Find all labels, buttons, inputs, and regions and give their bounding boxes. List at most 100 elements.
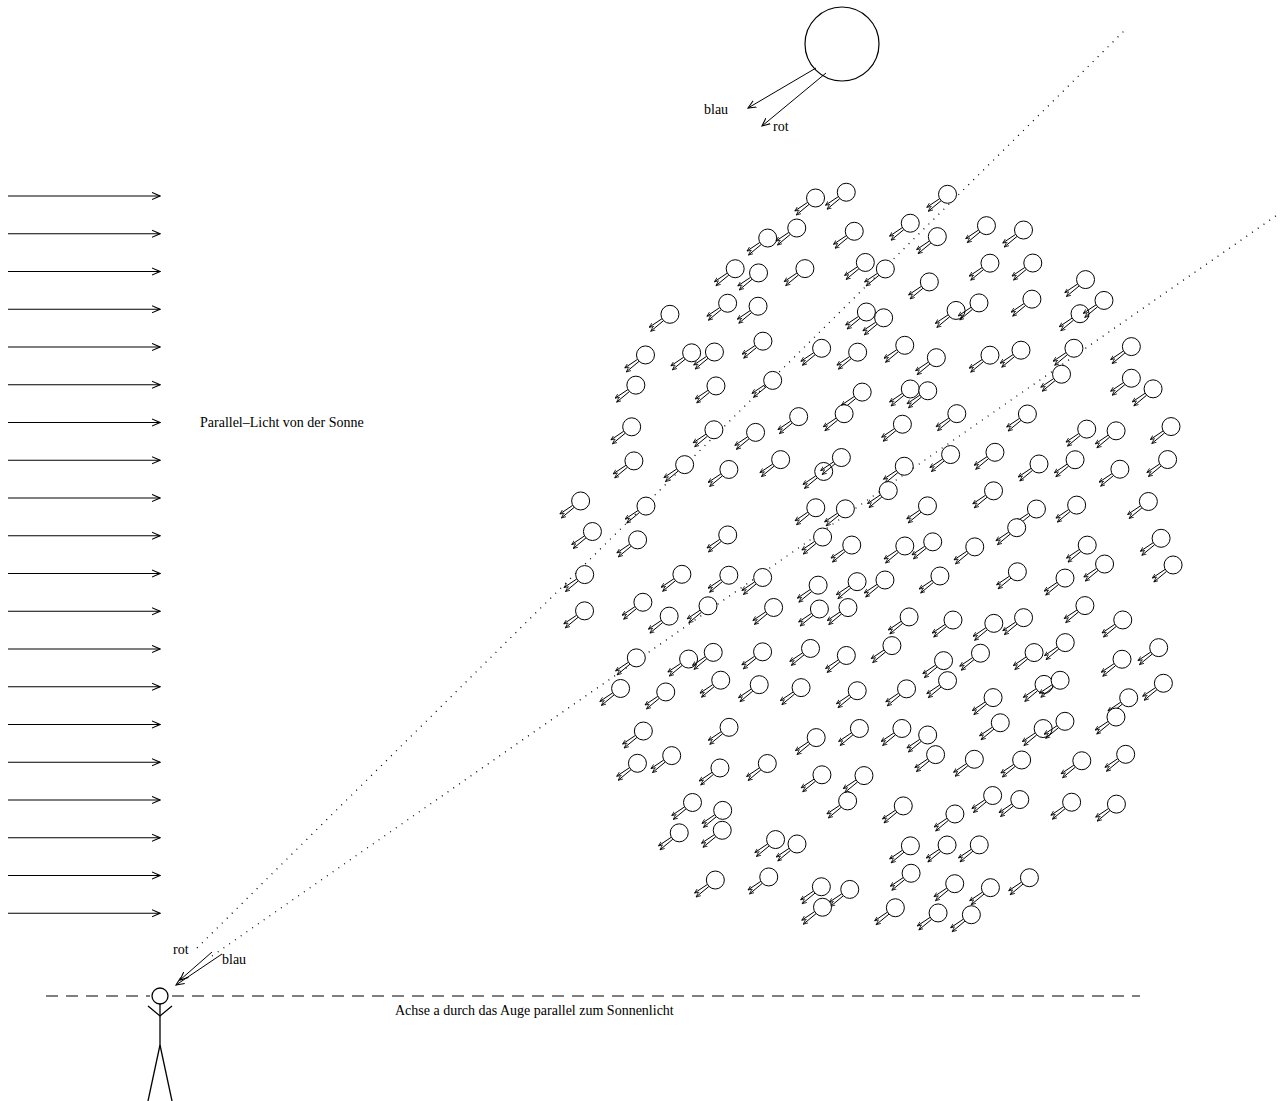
raindrop — [932, 611, 962, 637]
raindrop — [1044, 569, 1074, 595]
raindrop — [645, 683, 675, 709]
raindrop — [742, 332, 772, 358]
raindrop — [834, 222, 864, 248]
raindrop — [868, 482, 898, 508]
raindrop — [615, 376, 645, 402]
raindrop — [668, 650, 698, 676]
raindrop — [1147, 451, 1177, 477]
raindrop — [661, 565, 691, 591]
raindrop — [695, 377, 725, 403]
raindrop — [958, 294, 988, 320]
raindrop — [737, 297, 767, 323]
raindrop — [1140, 529, 1170, 555]
raindrop — [795, 499, 825, 525]
raindrop — [572, 523, 602, 549]
raindrop — [1066, 420, 1096, 446]
raindrop — [600, 679, 630, 705]
raindrop — [714, 260, 744, 286]
light-arrow — [8, 271, 160, 272]
raindrop — [738, 264, 768, 290]
raindrop — [823, 405, 853, 431]
raindrop — [888, 608, 918, 634]
raindrop — [827, 792, 857, 818]
raindrop — [801, 339, 831, 365]
light-arrow — [8, 233, 160, 234]
raindrop — [884, 336, 914, 362]
raindrop — [802, 528, 832, 554]
raindrop — [649, 305, 679, 331]
raindrop — [1009, 869, 1039, 895]
light-arrow — [8, 535, 160, 536]
raindrop — [1053, 339, 1083, 365]
raindrop — [1012, 254, 1042, 280]
raindrop — [934, 805, 964, 831]
raindrop — [973, 482, 1003, 508]
raindrop — [1111, 369, 1141, 395]
light-arrow — [8, 875, 160, 876]
raindrop — [1003, 609, 1033, 635]
raindrop — [926, 836, 956, 862]
light-arrow — [8, 611, 160, 612]
raindrop — [658, 824, 688, 850]
raindrop — [966, 217, 996, 243]
light-arrow — [8, 913, 160, 914]
light-label: Parallel–Licht von der Sonne — [200, 416, 364, 430]
raindrop — [927, 672, 957, 698]
raindrop — [738, 676, 768, 702]
raindrop — [915, 746, 945, 772]
raindrop — [776, 835, 806, 861]
raindrop — [625, 346, 655, 372]
ray-color-label: blau — [704, 103, 728, 117]
raindrop — [742, 643, 772, 669]
raindrops — [560, 183, 1182, 932]
light-arrow — [8, 384, 160, 385]
raindrop — [826, 183, 856, 209]
raindrop — [708, 460, 738, 486]
raindrop — [799, 600, 829, 626]
raindrop — [1138, 639, 1168, 665]
raindrop — [622, 593, 652, 619]
raindrop — [970, 879, 1000, 905]
raindrop — [1105, 745, 1135, 771]
raindrop — [699, 759, 729, 785]
axis-label: Achse a durch das Auge parallel zum Sonn… — [395, 1004, 674, 1018]
raindrop — [826, 646, 856, 672]
raindrop — [664, 456, 694, 482]
sun — [748, 7, 879, 126]
raindrop — [1095, 708, 1125, 734]
raindrop — [1152, 556, 1182, 582]
light-arrow — [8, 799, 160, 800]
raindrop — [927, 185, 957, 211]
raindrop — [831, 536, 861, 562]
raindrop — [827, 599, 857, 625]
raindrop — [1064, 597, 1094, 623]
raindrop — [671, 344, 701, 370]
light-arrow — [8, 422, 160, 423]
raindrop — [839, 719, 869, 745]
raindrop — [790, 639, 820, 665]
raindrop — [919, 567, 949, 593]
raindrop — [954, 750, 984, 776]
raindrop — [1051, 793, 1081, 819]
raindrop — [1007, 405, 1037, 431]
raindrop — [884, 537, 914, 563]
raindrop — [1102, 611, 1132, 637]
observer-figure — [148, 988, 172, 1101]
axis-line — [46, 996, 1140, 997]
raindrop — [843, 767, 873, 793]
raindrop — [1083, 291, 1113, 317]
raindrop — [803, 462, 833, 488]
raindrop — [1054, 451, 1084, 477]
raindrop — [871, 637, 901, 663]
raindrop — [1011, 290, 1041, 316]
raindrop — [1084, 555, 1114, 581]
raindrop — [863, 309, 893, 335]
raindrop — [648, 607, 678, 633]
raindrop — [886, 680, 916, 706]
raindrop — [917, 228, 947, 254]
raindrop — [980, 714, 1010, 740]
raindrop — [845, 253, 875, 279]
raindrop — [692, 643, 722, 669]
raindrop — [969, 346, 999, 372]
